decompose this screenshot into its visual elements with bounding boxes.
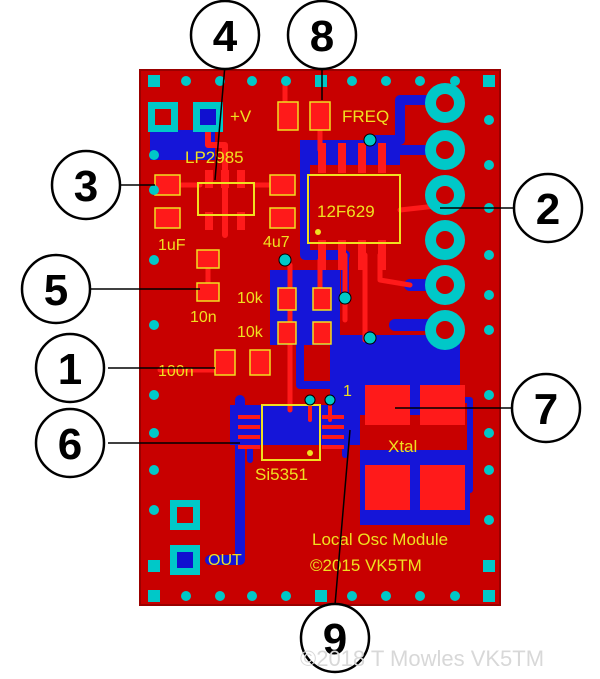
callout-7: 7 — [534, 385, 558, 434]
label-si5351: Si5351 — [255, 465, 308, 484]
label-freq: FREQ — [342, 107, 389, 126]
callout-leaders — [90, 64, 518, 606]
edge-holes — [148, 75, 495, 602]
label-lp2985: LP2985 — [185, 148, 244, 167]
ic-lp2985-pins — [205, 170, 245, 230]
ic-12f629-pins — [318, 143, 386, 270]
header-pads-power — [148, 102, 223, 132]
label-board-copyright: ©2015 VK5TM — [310, 556, 422, 575]
label-1uf: 1uF — [158, 237, 186, 254]
smd-pads — [154, 101, 332, 376]
si5351-pin1-dot — [307, 450, 313, 456]
ic-si5351-pins — [238, 415, 344, 449]
silkscreen-labels: +V FREQ LP2985 12F629 1uF 4u7 10k 10k 10… — [158, 107, 448, 575]
callout-4: 4 — [213, 12, 238, 61]
lp2985-outline — [197, 182, 255, 216]
callout-8: 8 — [310, 12, 334, 61]
pic-12f629-outline — [307, 174, 401, 244]
label-12f629: 12F629 — [317, 202, 375, 221]
si5351-outline — [261, 404, 321, 461]
label-board-title: Local Osc Module — [312, 530, 448, 549]
label-out: OUT — [208, 552, 242, 569]
connector-round-pads — [425, 83, 465, 350]
label-plus-v: +V — [230, 107, 252, 126]
silkscreen-outlines — [197, 174, 401, 461]
copper-pads-xtal-area — [365, 385, 465, 510]
callout-1: 1 — [58, 345, 82, 394]
callout-6: 6 — [58, 420, 82, 469]
callout-2: 2 — [536, 185, 560, 234]
pic-pin1-dot — [315, 229, 321, 235]
vias — [278, 133, 377, 406]
footer-copyright: ©2018 T Mowles VK5TM — [300, 646, 545, 671]
label-xtal: Xtal — [388, 437, 417, 456]
label-pin1: 1 — [343, 383, 352, 400]
callout-5: 5 — [44, 266, 68, 315]
callout-circles — [20, 0, 584, 674]
callout-3: 3 — [74, 162, 98, 211]
label-10k-a: 10k — [237, 290, 264, 307]
label-100n: 100n — [158, 363, 194, 380]
label-4u7: 4u7 — [263, 234, 290, 251]
label-10n: 10n — [190, 309, 217, 326]
label-10k-b: 10k — [237, 324, 264, 341]
callout-numbers: 1 2 3 4 5 6 7 8 9 — [44, 12, 560, 664]
callout-9: 9 — [323, 615, 347, 664]
header-pads-out — [170, 500, 200, 575]
